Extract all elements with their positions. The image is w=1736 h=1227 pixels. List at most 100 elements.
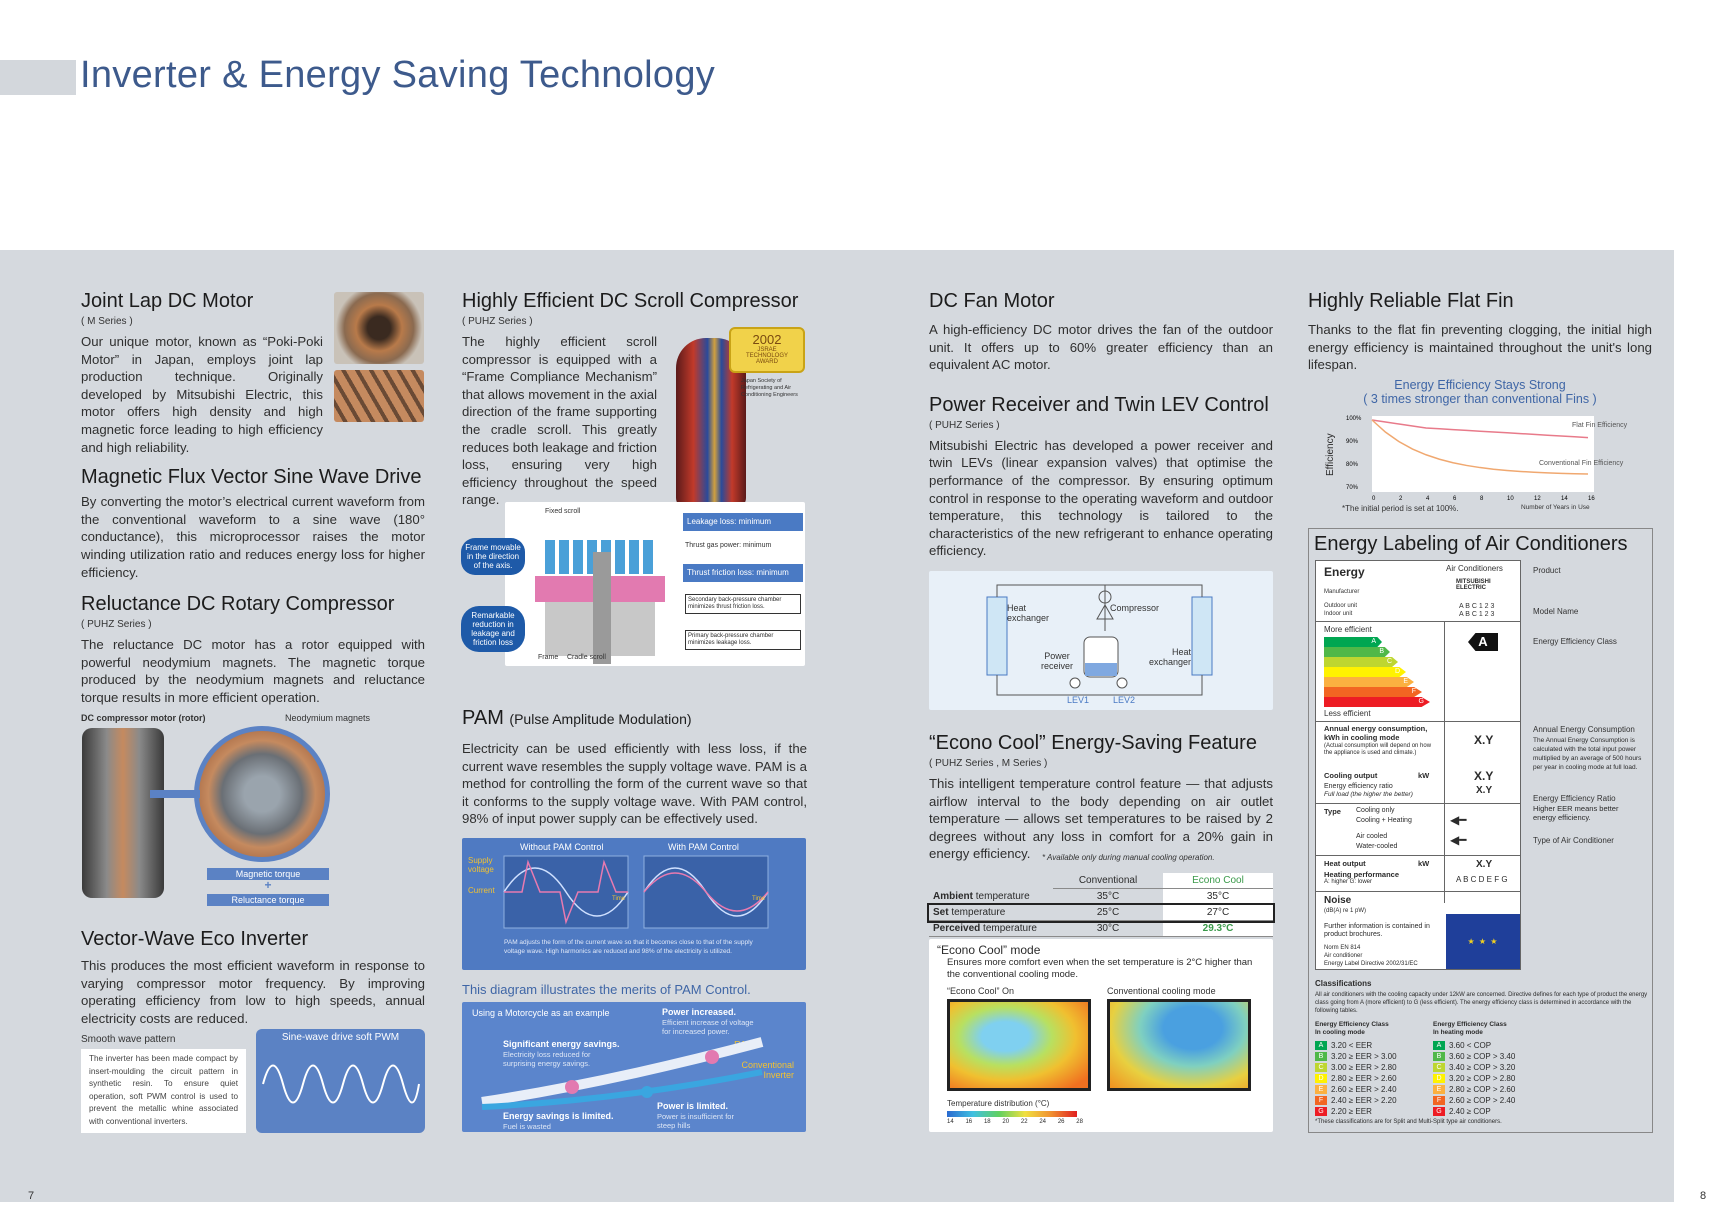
econo-on-label: “Econo Cool” On [947,986,1015,996]
fin-chart-title-1: Energy Efficiency Stays Strong [1394,378,1566,392]
brand-logo: MITSUBISHI ELECTRIC [1456,579,1491,591]
class-badge: D [1315,1074,1327,1083]
kw-unit-2: kW [1418,859,1430,868]
energy-label-card: Energy Air Conditioners Manufacturer Out… [1315,560,1521,970]
x-tick: 0 [1372,496,1376,502]
leakage-label: Leakage loss: minimum [683,513,803,531]
magnetic-torque-label: Magnetic torque [207,868,329,880]
type-water-cooled: Water-cooled [1356,843,1398,850]
motorcycle-ramp-graphic [481,1037,764,1110]
rotor-caption: DC compressor motor (rotor) [81,713,206,723]
callout-model: Model Name [1533,607,1579,616]
motor-stator-photo [334,292,424,364]
x-tick: 4 [1426,496,1430,502]
class-bar-f: F [1324,687,1422,697]
y-tick: 100% [1346,416,1362,422]
class-range: 2.20 ≥ EER [1331,1107,1372,1116]
joint-lap-core-photo [334,370,424,422]
column-4: Highly Reliable Flat Fin Thanks to the f… [1308,290,1652,374]
conv-fin-legend: Conventional Fin Efficiency [1539,460,1624,467]
fin-xlabel: Number of Years in Use [1521,504,1590,511]
plus-sign: + [264,878,272,892]
without-pam-label: Without PAM Control [520,842,604,852]
lev-series: ( PUHZ Series ) [929,419,1000,431]
friction-label: Thrust friction loss: minimum [683,564,803,582]
type-arrow-2: ◀━ [1450,833,1467,847]
scroll-series: ( PUHZ Series ) [462,316,533,327]
class-badge: C [1315,1063,1327,1072]
award-name: JSRAE TECHNOLOGY AWARD [745,347,788,365]
class-range: 2.60 ≥ COP > 2.40 [1449,1096,1516,1105]
header-accent-block [0,60,76,95]
x-tick: 2 [1399,496,1403,502]
cooling-value: X.Y [1474,769,1494,783]
classifications-text: All air conditioners with the cooling ca… [1315,992,1648,1014]
scale-tick: 28 [1076,1119,1083,1125]
power-increased: Power increased. [662,1007,737,1017]
reluctance-torque-label: Reluctance torque [207,894,329,906]
annual-sub: (Actual consumption will depend on how t… [1324,743,1432,756]
pam-waveform-panel: Without PAM Control With PAM Control Sup… [462,838,806,970]
award-badge: 2002 JSRAE TECHNOLOGY AWARD [729,327,805,373]
eer-value: X.Y [1476,785,1493,796]
indoor-label: Indoor unit [1324,611,1353,617]
compressor-cutaway-image [82,728,164,898]
class-row: G 2.20 ≥ EER [1315,1106,1397,1117]
class-badge: G [1315,1107,1327,1116]
power-receiver-label: Power receiver [1040,651,1073,671]
class-badge: B [1433,1052,1445,1061]
econo-text: This intelligent temperature control fea… [929,776,1273,862]
class-badge: E [1433,1085,1445,1094]
heating-scale-label: A: higher G: lower [1324,879,1373,885]
scroll-mechanism-diagram: Fixed scroll Leakage loss: minimum Thrus… [505,502,805,666]
type-air-cooled: Air cooled [1356,833,1388,840]
x-tick: 6 [1453,496,1457,502]
class-range: 3.00 ≥ EER > 2.80 [1331,1063,1397,1072]
x-tick: 12 [1534,496,1541,502]
callout-product: Product [1533,566,1561,575]
class-bar-d: D [1324,667,1406,677]
cradle-label: Cradle scroll [567,654,606,661]
scale-tick: 26 [1057,1119,1065,1125]
outdoor-label: Outdoor unit [1324,603,1358,609]
shaft-shape [593,552,611,664]
joint-series: ( M Series ) [81,316,133,327]
rel-title: Reluctance DC Rotary Compressor [81,593,395,616]
class-range: 3.60 ≥ COP > 3.40 [1449,1052,1516,1061]
class-badge: C [1433,1063,1445,1072]
thrust-label: Thrust gas power: minimum [685,542,772,549]
norm-2: Air conditioner [1324,953,1363,959]
label-title: Energy Labeling of Air Conditioners [1314,533,1628,555]
norm-3: Energy Label Directive 2002/31/EC [1324,961,1418,967]
callout-annual-sub: The Annual Energy Consumption is calcula… [1533,737,1642,771]
refrigerant-circuit [986,584,1213,696]
flux-text: By converting the motor’s electrical cur… [81,494,425,580]
scale-tick: 20 [1002,1119,1010,1125]
pam-text: Electricity can be used efficiently with… [462,741,807,827]
callout-annual: Annual Energy Consumption [1533,725,1635,734]
ac-word: Air Conditioners [1446,564,1503,573]
magnify-arrow [150,790,200,798]
flux-title: Magnetic Flux Vector Sine Wave Drive [81,466,422,489]
heat-value: X.Y [1476,859,1493,870]
supply-voltage-label: Supply voltage [468,856,494,874]
class-bar-g: G [1324,697,1430,707]
cool-class-header: Energy Efficiency Class In cooling mode [1315,1021,1389,1036]
norm-1: Norm EN 814 [1324,945,1361,951]
fin-ylabel: Efficiency [1325,433,1336,476]
class-badge: F [1433,1096,1445,1105]
lev-title: Power Receiver and Twin LEV Control [929,393,1269,416]
energy-word: Energy [1324,565,1365,579]
vector-section: Vector-Wave Eco Inverter This produces t… [81,928,425,1027]
class-range: 3.40 ≥ COP > 3.20 [1449,1063,1516,1072]
class-bar-e: E [1324,677,1414,687]
inverter-note: The inverter has been made compact by in… [81,1049,246,1133]
time-label-2: Time [752,896,766,902]
